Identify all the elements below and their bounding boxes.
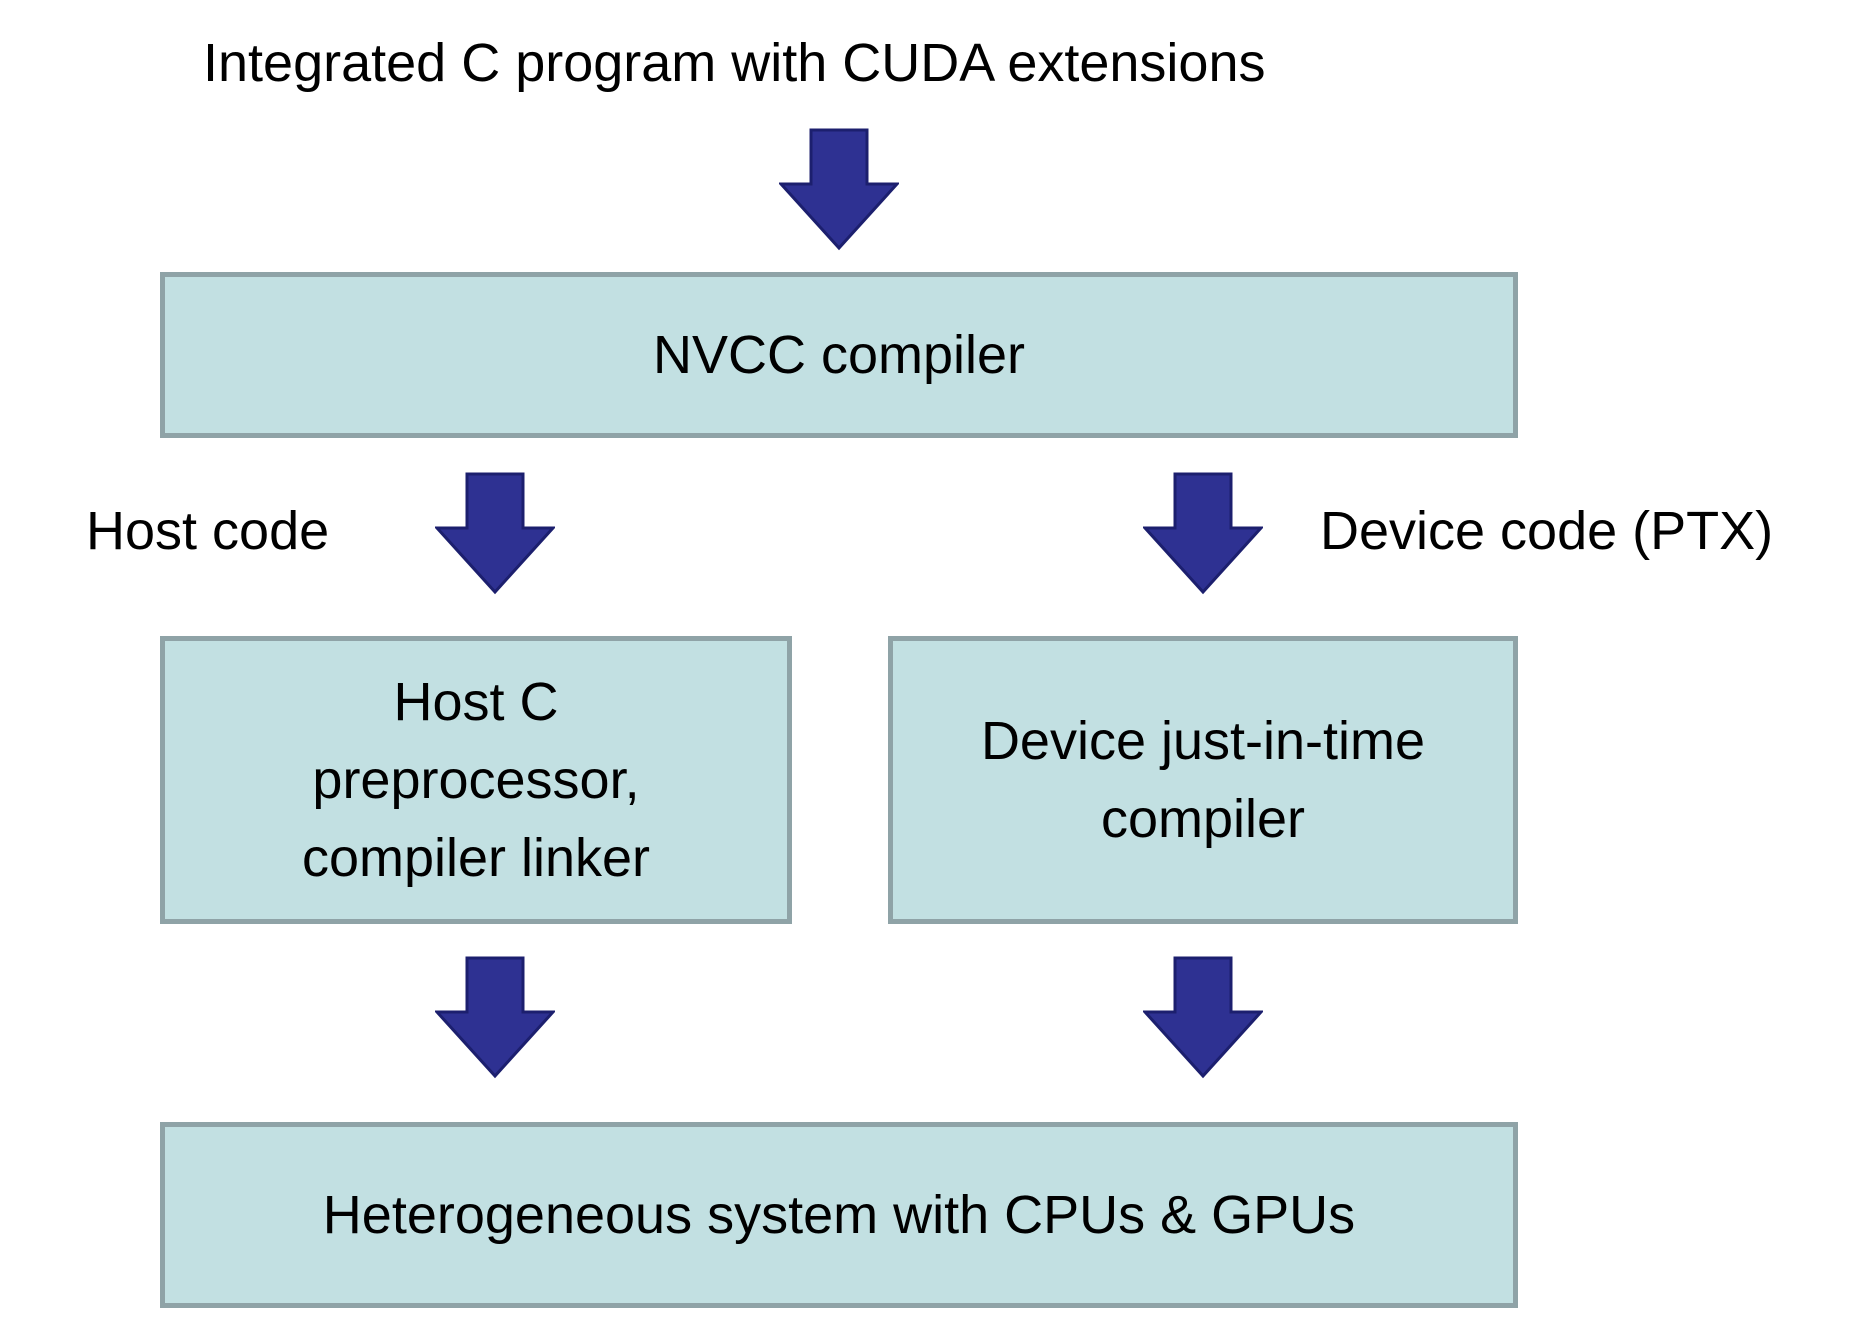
heterogeneous-system-label: Heterogeneous system with CPUs & GPUs	[322, 1185, 1356, 1245]
device-jit-compiler-box: Device just-in-time compiler	[888, 636, 1518, 924]
down-arrow-icon	[1143, 956, 1263, 1079]
host-compiler-line: Host C	[393, 672, 559, 732]
down-arrow-icon	[435, 472, 555, 595]
host-compiler-line: compiler linker	[301, 828, 651, 888]
device-code-label: Device code (PTX)	[1320, 501, 1774, 561]
down-arrow-icon	[1143, 472, 1263, 595]
device-jit-compiler-line: Device just-in-time	[980, 711, 1426, 771]
nvcc-compiler-box: NVCC compiler	[160, 272, 1518, 438]
heterogeneous-system-box: Heterogeneous system with CPUs & GPUs	[160, 1122, 1518, 1308]
device-jit-compiler-label: Device just-in-time compiler	[981, 702, 1425, 858]
down-arrow-icon	[435, 956, 555, 1079]
down-arrow-icon	[779, 128, 899, 251]
host-compiler-line: preprocessor,	[312, 750, 640, 810]
host-compiler-label: Host C preprocessor, compiler linker	[302, 663, 650, 897]
host-code-label: Host code	[86, 501, 330, 561]
device-jit-compiler-line: compiler	[1100, 789, 1306, 849]
host-compiler-box: Host C preprocessor, compiler linker	[160, 636, 792, 924]
nvcc-compiler-label: NVCC compiler	[652, 325, 1026, 385]
input-program-label: Integrated C program with CUDA extension…	[203, 33, 1266, 93]
